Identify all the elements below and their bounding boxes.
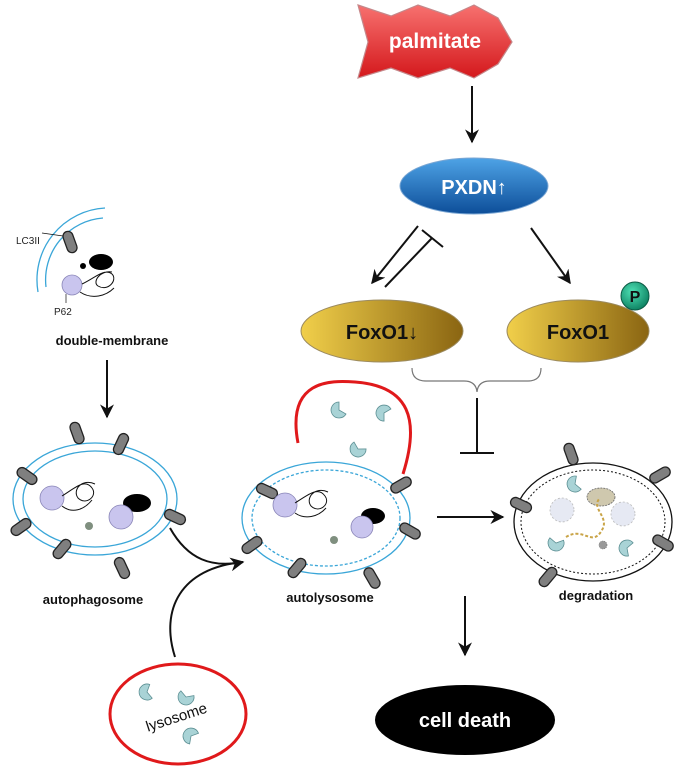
double-membrane-label: double-membrane	[56, 333, 169, 348]
foxo1-phospho-node: FoxO1 P	[506, 281, 650, 363]
cargo-dot	[80, 263, 86, 269]
autophagosome-label: autophagosome	[43, 592, 143, 607]
degradation-label: degradation	[559, 588, 633, 603]
lysosome: lysosome	[108, 662, 248, 766]
foxo1-label: FoxO1	[547, 322, 609, 344]
lc3-label: LC3II	[16, 236, 40, 247]
arrow-pxdn-pfoxo1	[530, 227, 571, 285]
cell-death-label: cell death	[419, 710, 511, 732]
lysosome-label: lysosome	[144, 700, 210, 736]
pxdn-label: PXDN↑	[441, 177, 507, 199]
p62-label: P62	[54, 307, 72, 318]
phagophore: LC3II P62	[16, 207, 115, 318]
autophagosome	[8, 420, 188, 581]
phospho-badge	[620, 281, 650, 311]
inhibit-bar-top	[421, 229, 444, 248]
degradation	[508, 441, 676, 590]
phospho-label: P	[630, 289, 641, 306]
cargo-black	[89, 254, 113, 270]
inhibit-foxo1-pxdn	[384, 237, 433, 288]
foxo1-down-label: FoxO1↓	[346, 322, 418, 344]
pxdn-node: PXDN↑	[399, 157, 549, 215]
cargo-p62	[61, 274, 83, 296]
arrow-fusion-lysosome	[169, 561, 244, 658]
arrow-fusion-top	[169, 527, 245, 572]
cell-death-node: cell death	[375, 685, 555, 755]
autolysosome-label: autolysosome	[286, 590, 373, 605]
lc3-marker	[60, 229, 80, 255]
palmitate-label: palmitate	[389, 30, 481, 53]
autolysosome	[239, 379, 423, 591]
brace	[411, 367, 542, 393]
foxo1-down-node: FoxO1↓	[300, 299, 464, 363]
palmitate-node: palmitate	[357, 4, 513, 79]
arrow-pxdn-foxo1	[371, 225, 419, 285]
